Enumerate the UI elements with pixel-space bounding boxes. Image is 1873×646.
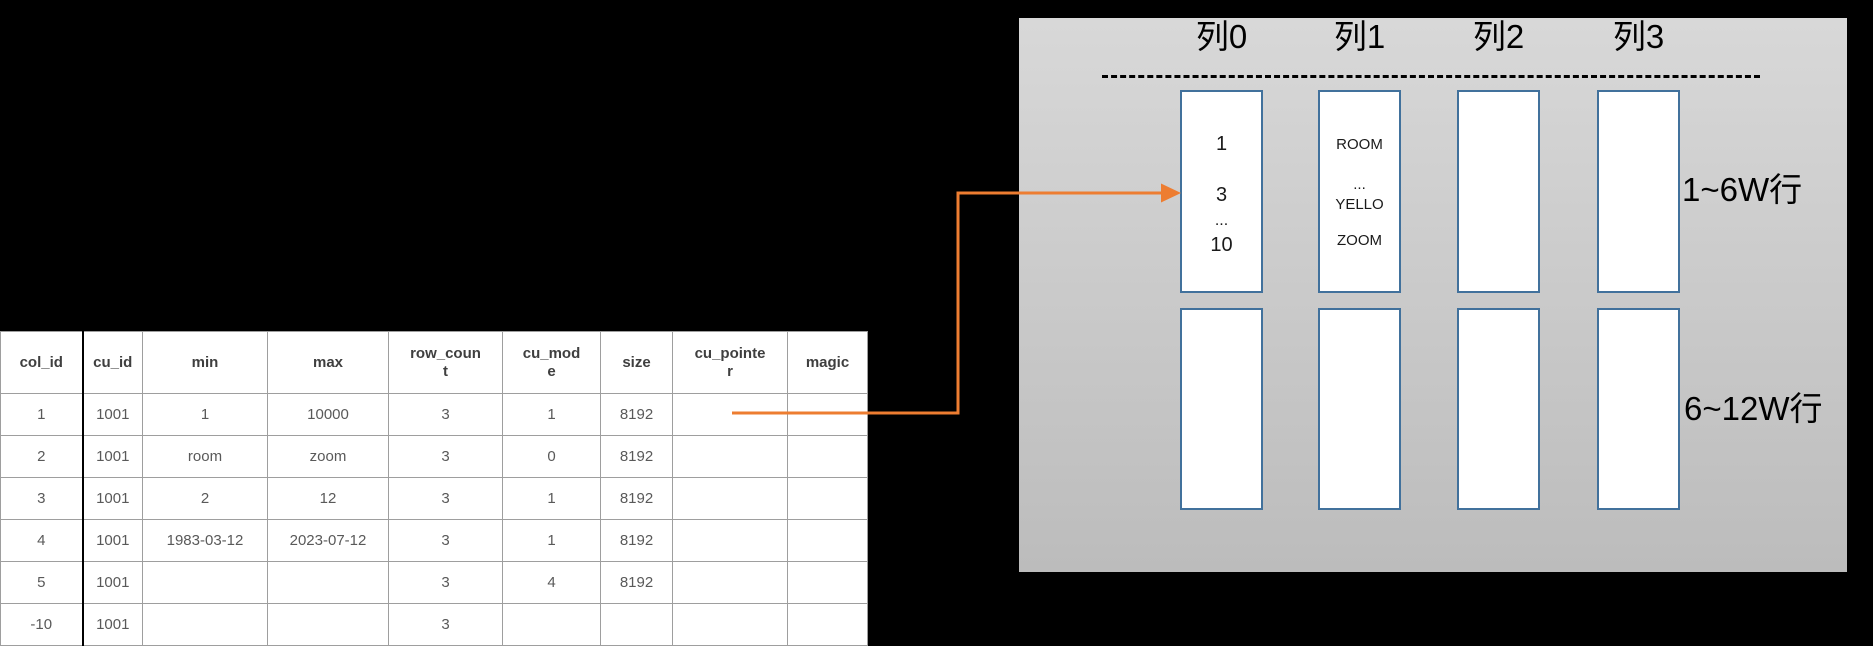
col-header-min: min [142, 331, 268, 394]
table-row: -10 1001 3 [0, 603, 868, 646]
table-cell: 3 [388, 477, 503, 520]
table-cell [672, 477, 788, 520]
table-cell: 1 [502, 393, 601, 436]
column-title-2: 列2 [1472, 18, 1525, 55]
table-cell: 1 [502, 477, 601, 520]
row-range-label-2: 6~12W行 [1684, 390, 1823, 427]
table-cell: 8192 [600, 393, 673, 436]
table-cell: 3 [388, 561, 503, 604]
table-cell [142, 603, 268, 646]
cu-box-col2-row2 [1457, 308, 1540, 510]
table-cell: 10000 [267, 393, 389, 436]
cu-value: ROOM [1336, 136, 1383, 153]
cu-storage-panel: 列0 列1 列2 列3 1 3 ... 10 ROOM ... YELLO ZO… [1019, 18, 1847, 572]
cu-box-col3-row1 [1597, 90, 1680, 293]
cu-value-ellipsis: ... [1214, 212, 1229, 229]
cu-value-ellipsis: ... [1353, 176, 1366, 193]
table-cell: 1 [502, 519, 601, 562]
table-cell [600, 603, 673, 646]
table-cell: 3 [0, 477, 84, 520]
table-cell: 1 [0, 393, 84, 436]
table-row: 2 1001 room zoom 3 0 8192 [0, 435, 868, 478]
table-cell: 3 [388, 435, 503, 478]
table-cell: 4 [0, 519, 84, 562]
col-header-magic: magic [787, 331, 868, 394]
table-cell: 8192 [600, 435, 673, 478]
table-cell: 8192 [600, 477, 673, 520]
table-cell: 2023-07-12 [267, 519, 389, 562]
table-cell: 1001 [82, 435, 143, 478]
cu-box-col2-row1 [1457, 90, 1540, 293]
table-cell [502, 603, 601, 646]
col-header-col_id: col_id [0, 331, 84, 394]
col-header-cu_id: cu_id [82, 331, 143, 394]
table-cell [672, 603, 788, 646]
table-cell: 8192 [600, 561, 673, 604]
table-cell [787, 393, 868, 436]
table-cell: 1001 [82, 519, 143, 562]
table-cell: 1001 [82, 477, 143, 520]
table-row: 4 1001 1983-03-12 2023-07-12 3 1 8192 [0, 519, 868, 562]
table-cell: 1 [142, 393, 268, 436]
table-cell [672, 435, 788, 478]
cu-value: 10 [1210, 234, 1233, 256]
table-cell: 1001 [82, 603, 143, 646]
table-cell [267, 603, 389, 646]
table-cell-cu-pointer-origin [672, 393, 788, 436]
table-cell: 2 [142, 477, 268, 520]
cu-value: ZOOM [1337, 232, 1382, 249]
table-cell [787, 435, 868, 478]
table-cell: room [142, 435, 268, 478]
table-cell [672, 561, 788, 604]
col-header-size: size [600, 331, 673, 394]
table-cell: zoom [267, 435, 389, 478]
col-header-cu_pointer: cu_pointe r [672, 331, 788, 394]
table-cell: 5 [0, 561, 84, 604]
cu-value: 3 [1215, 184, 1228, 206]
col-header-max: max [267, 331, 389, 394]
cu-box-col0-row2 [1180, 308, 1263, 510]
cu-box-col0-row1: 1 3 ... 10 [1180, 90, 1263, 293]
table-cell: 12 [267, 477, 389, 520]
cu-metadata-table: col_id cu_id min max row_coun t cu_mod e… [0, 331, 868, 646]
column-title-0: 列0 [1195, 18, 1248, 55]
table-cell: 3 [388, 603, 503, 646]
col-header-cu_mode: cu_mod e [502, 331, 601, 394]
table-cell: 1983-03-12 [142, 519, 268, 562]
table-header-row: col_id cu_id min max row_coun t cu_mod e… [0, 331, 868, 394]
cu-box-col1-row1: ROOM ... YELLO ZOOM [1318, 90, 1401, 293]
table-cell [787, 477, 868, 520]
table-cell: 1001 [82, 561, 143, 604]
cu-box-col3-row2 [1597, 308, 1680, 510]
table-cell: -10 [0, 603, 84, 646]
cu-box-col1-row2 [1318, 308, 1401, 510]
table-cell: 4 [502, 561, 601, 604]
table-cell: 0 [502, 435, 601, 478]
table-row: 5 1001 3 4 8192 [0, 561, 868, 604]
dashed-divider [1102, 75, 1760, 78]
table-cell: 2 [0, 435, 84, 478]
row-range-label-1: 1~6W行 [1682, 171, 1803, 208]
table-cell [142, 561, 268, 604]
table-cell [787, 519, 868, 562]
table-cell: 3 [388, 393, 503, 436]
col-header-row_count: row_coun t [388, 331, 503, 394]
column-title-1: 列1 [1333, 18, 1386, 55]
cu-value: 1 [1215, 133, 1228, 155]
table-cell: 3 [388, 519, 503, 562]
table-cell [672, 519, 788, 562]
table-cell [787, 561, 868, 604]
cu-value: YELLO [1335, 196, 1384, 213]
table-cell [267, 561, 389, 604]
table-cell [787, 603, 868, 646]
table-cell: 1001 [82, 393, 143, 436]
table-row: 3 1001 2 12 3 1 8192 [0, 477, 868, 520]
table-row: 1 1001 1 10000 3 1 8192 [0, 393, 868, 436]
column-title-3: 列3 [1612, 18, 1665, 55]
table-cell: 8192 [600, 519, 673, 562]
